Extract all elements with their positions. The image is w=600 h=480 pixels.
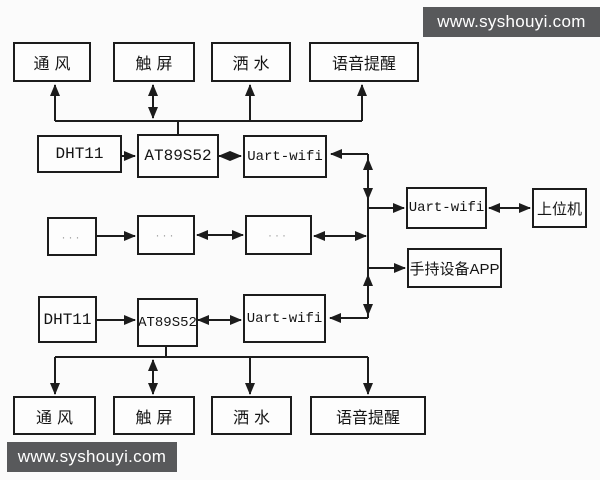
- node-touchscreen-bottom: 触屏: [113, 396, 195, 435]
- node-host-computer: 上位机: [532, 188, 587, 228]
- node-ventilation-top: 通风: [13, 42, 91, 82]
- watermark-bottom-left: www.syshouyi.com: [7, 442, 177, 472]
- node-dht11-bottom: DHT11: [38, 296, 97, 343]
- node-uart-wifi-top: Uart-wifi: [243, 135, 327, 178]
- node-uart-wifi-right: Uart-wifi: [406, 187, 487, 229]
- node-touchscreen-top: 触屏: [113, 42, 195, 82]
- node-uart-wifi-bottom: Uart-wifi: [243, 294, 326, 343]
- node-at89s52-bottom: AT89S52: [137, 298, 198, 347]
- node-voice-alert-top: 语音提醒: [309, 42, 419, 82]
- node-ellipsis-3: ···: [245, 215, 312, 255]
- node-dht11-top: DHT11: [37, 135, 122, 173]
- node-sprinkler-top: 洒水: [211, 42, 291, 82]
- node-ellipsis-1: ···: [47, 217, 97, 256]
- node-ellipsis-2: ···: [137, 215, 195, 255]
- watermark-top-right: www.syshouyi.com: [423, 7, 600, 37]
- node-at89s52-top: AT89S52: [137, 134, 219, 178]
- node-handheld-app: 手持设备APP: [407, 248, 502, 288]
- node-ventilation-bottom: 通风: [13, 396, 96, 435]
- node-voice-alert-bottom: 语音提醒: [310, 396, 426, 435]
- node-sprinkler-bottom: 洒水: [211, 396, 292, 435]
